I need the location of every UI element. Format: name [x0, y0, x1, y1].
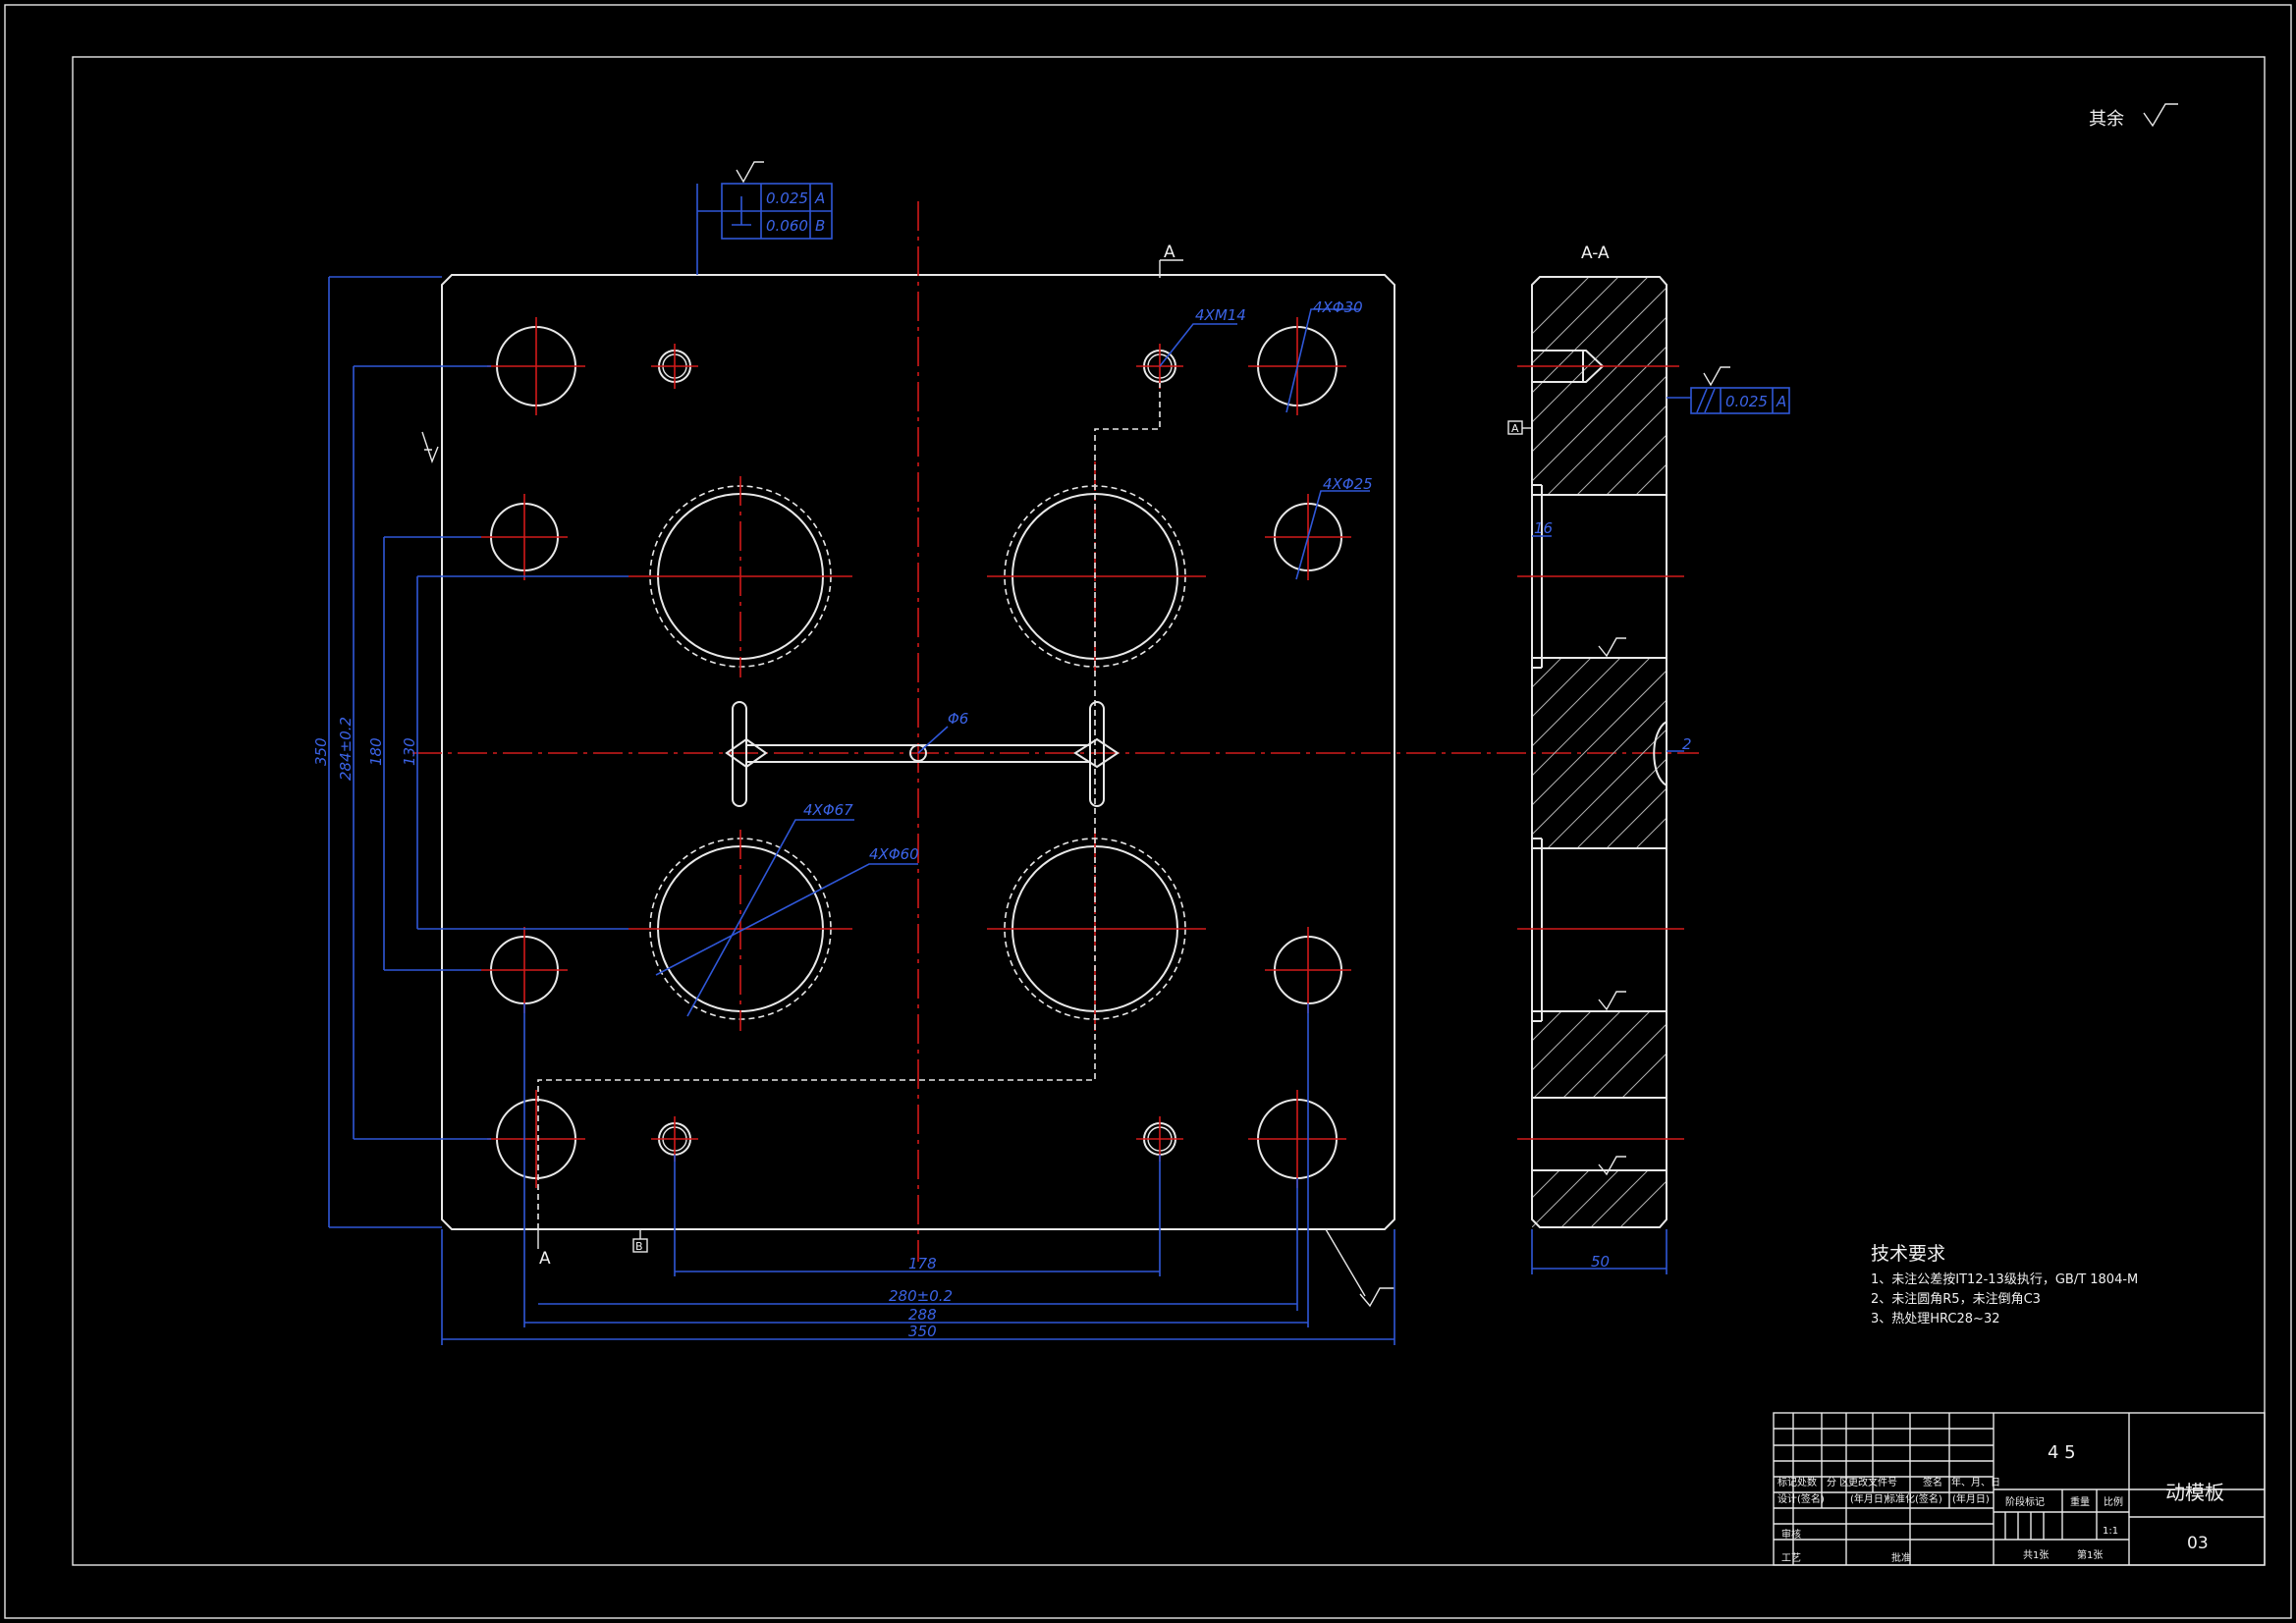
- svg-text:(签名): (签名): [1797, 1492, 1825, 1505]
- section-label: A-A: [1581, 243, 1610, 263]
- pin-hole-ml-bot: [481, 927, 568, 1013]
- svg-text:审核: 审核: [1781, 1528, 1801, 1541]
- svg-text:更改文件号: 更改文件号: [1848, 1476, 1897, 1488]
- dim-350-horizontal: 350: [908, 1323, 937, 1340]
- svg-text:A: A: [814, 189, 825, 207]
- runner-channel: [725, 701, 1120, 807]
- svg-text:重量: 重量: [2070, 1495, 2090, 1508]
- svg-text:B: B: [815, 217, 825, 235]
- svg-text:阶段标记: 阶段标记: [2005, 1495, 2045, 1508]
- pin-hole-mr-bot: [1265, 927, 1351, 1013]
- svg-text:批准: 批准: [1891, 1551, 1911, 1564]
- tech-requirements: 技术要求 1、未注公差按IT12-13级执行，GB/T 1804-M 2、未注圆…: [1871, 1243, 2138, 1326]
- cavity-hole-br: [987, 830, 1206, 1031]
- datum-a-marker: A: [1507, 420, 1532, 435]
- svg-text:(年月日): (年月日): [1952, 1492, 1990, 1505]
- roughness-bottom-icon: [1325, 1228, 1394, 1308]
- cut-label-bottom: A: [539, 1249, 551, 1269]
- svg-text:4XΦ67: 4XΦ67: [803, 801, 853, 819]
- tech-item-2: 2、未注圆角R5，未注倒角C3: [1871, 1292, 2041, 1307]
- svg-text:共1张: 共1张: [2023, 1549, 2049, 1561]
- svg-text:B: B: [635, 1240, 643, 1253]
- section-view: A-A: [1507, 243, 1790, 1274]
- plate-outline: [441, 274, 1395, 1230]
- svg-text:A: A: [1776, 393, 1786, 410]
- cavity-hole-tr: [987, 461, 1206, 677]
- svg-text:4XΦ60: 4XΦ60: [869, 845, 919, 863]
- guide-hole-bl: [487, 1090, 585, 1188]
- svg-text:第1张: 第1张: [2077, 1548, 2103, 1561]
- svg-text:年、月、日: 年、月、日: [1951, 1476, 2000, 1488]
- gdt-frame-top: 0.025 A 0.060 B: [696, 161, 833, 275]
- plate-front-view: A A B: [412, 201, 1699, 1308]
- dim-180-vertical: 180: [367, 737, 385, 766]
- material: 4 5: [2048, 1442, 2076, 1463]
- dim-side-50: 50: [1591, 1253, 1610, 1271]
- dim-284-vertical: 284±0.2: [337, 717, 355, 781]
- tech-title: 技术要求: [1871, 1243, 1945, 1265]
- svg-text:4XM14: 4XM14: [1195, 306, 1246, 324]
- drawing-number: 03: [2187, 1534, 2209, 1553]
- svg-text:(签名): (签名): [1915, 1492, 1942, 1505]
- dimensions-horizontal: 178 280±0.2 288 350: [441, 1003, 1395, 1345]
- svg-text:签名: 签名: [1923, 1476, 1942, 1488]
- svg-text:标记: 标记: [1777, 1477, 1797, 1488]
- svg-text:Φ6: Φ6: [948, 710, 968, 728]
- part-name: 动模板: [2165, 1481, 2224, 1504]
- leader-callouts: 4XM14 4XΦ30 4XΦ25 Φ6 4XΦ67 4XΦ60: [655, 298, 1373, 1017]
- guide-hole-tl: [487, 317, 585, 415]
- svg-text:A: A: [1511, 422, 1519, 435]
- section-cut-path: [537, 383, 1161, 1229]
- roughness-note: 其余: [2089, 109, 2124, 130]
- cavity-hole-tl: [629, 476, 852, 677]
- datum-b-marker: B: [632, 1229, 648, 1253]
- section-outline: [1531, 276, 1667, 1228]
- roughness-icon: [2143, 103, 2178, 128]
- tech-item-3: 3、热处理HRC28~32: [1871, 1312, 2000, 1326]
- svg-text:4XΦ30: 4XΦ30: [1313, 298, 1363, 316]
- dim-280: 280±0.2: [889, 1287, 953, 1305]
- svg-text:0.025: 0.025: [766, 189, 808, 207]
- outer-border: [4, 4, 2292, 1619]
- svg-text:设计: 设计: [1777, 1492, 1797, 1505]
- svg-text:标准化: 标准化: [1886, 1492, 1915, 1505]
- guide-hole-br: [1248, 1090, 1346, 1188]
- inner-border: [72, 56, 2266, 1566]
- dim-178: 178: [908, 1255, 937, 1272]
- svg-text:4XΦ25: 4XΦ25: [1323, 475, 1373, 493]
- tech-item-1: 1、未注公差按IT12-13级执行，GB/T 1804-M: [1871, 1272, 2138, 1287]
- dim-side-16: 16: [1534, 519, 1553, 537]
- roughness-left-icon: [421, 431, 439, 464]
- dim-350-vertical: 350: [312, 737, 330, 766]
- svg-text:工艺: 工艺: [1781, 1552, 1801, 1564]
- dimensions-vertical: 350 284±0.2 180 130: [312, 276, 629, 1228]
- cut-label-top: A: [1164, 243, 1175, 262]
- svg-text:分 区: 分 区: [1827, 1477, 1849, 1488]
- svg-text:比例: 比例: [2104, 1495, 2123, 1508]
- dim-side-2: 2: [1682, 735, 1692, 753]
- tapped-hole-1: [651, 344, 698, 389]
- svg-text:0.060: 0.060: [766, 217, 808, 235]
- pin-hole-ml-top: [481, 494, 568, 580]
- dim-288: 288: [908, 1306, 937, 1324]
- dim-130-vertical: 130: [401, 737, 418, 766]
- scale-value: 1:1: [2103, 1526, 2118, 1537]
- svg-text:0.025: 0.025: [1725, 393, 1768, 410]
- title-block: 标记 处数 分 区 更改文件号 签名 年、月、日 设计 (签名) (年月日) 标…: [1773, 1412, 2266, 1566]
- svg-text:(年月日): (年月日): [1850, 1492, 1887, 1505]
- gdt-frame-side: 0.025 A: [1667, 366, 1790, 414]
- svg-text:处数: 处数: [1797, 1476, 1817, 1488]
